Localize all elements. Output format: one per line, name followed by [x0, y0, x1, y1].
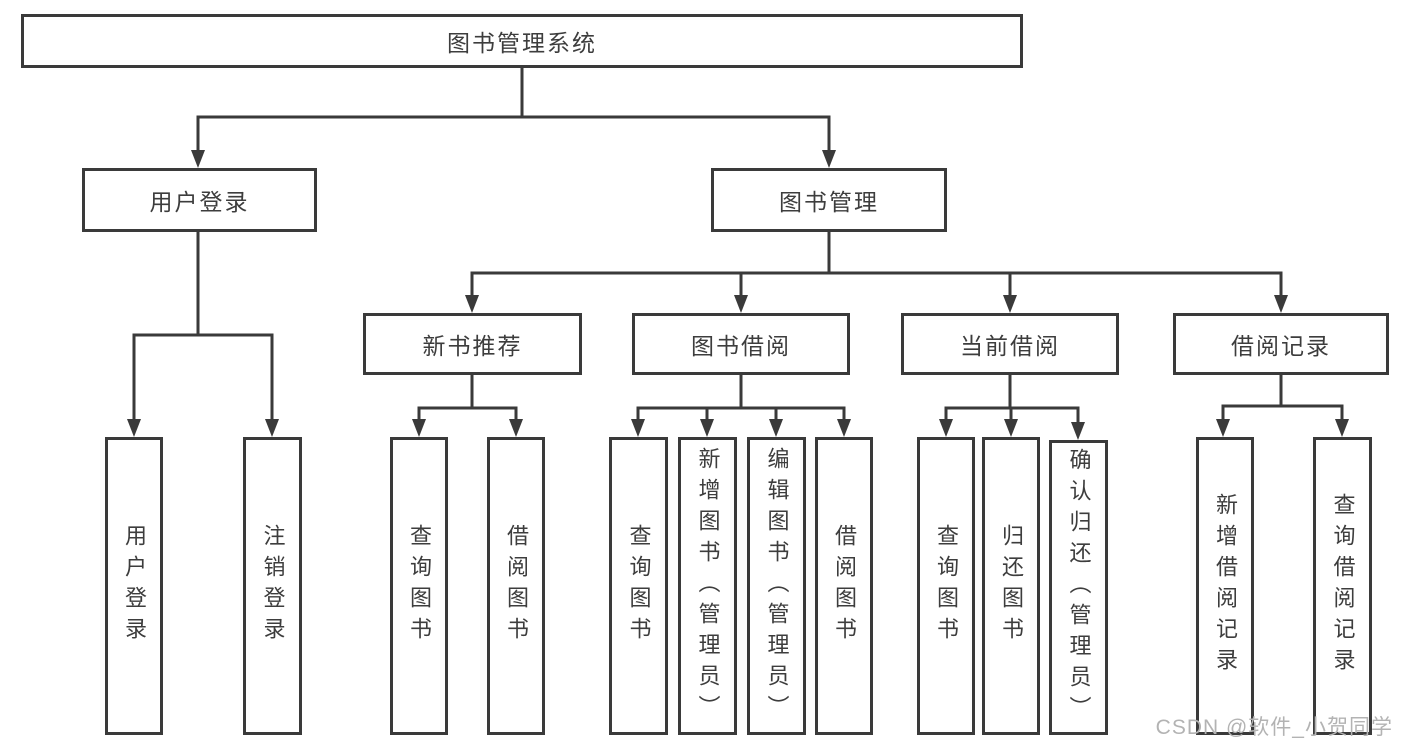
- leaf-borrowing-borrow-books: 借阅图书: [815, 437, 873, 735]
- leaf-records-add-record: 新增借阅记录: [1196, 437, 1254, 735]
- node-book-management: 图书管理: [711, 168, 947, 232]
- leaf-current-query-books: 查询图书: [917, 437, 975, 735]
- node-book-borrowing: 图书借阅: [632, 313, 850, 375]
- leaf-borrowing-borrow-books-label: 借阅图书: [832, 524, 857, 648]
- csdn-watermark: CSDN @软件_小贺同学: [1155, 716, 1393, 739]
- leaf-current-confirm-return-admin: 确认归还（管理员）: [1049, 440, 1108, 735]
- node-root-label: 图书管理系统: [447, 30, 597, 56]
- leaf-current-return-books-label: 归还图书: [999, 524, 1024, 648]
- leaf-logout: 注销登录: [243, 437, 302, 735]
- leaf-recommend-query-books-label: 查询图书: [407, 524, 432, 648]
- node-root: 图书管理系统: [21, 14, 1023, 68]
- node-current-borrowing: 当前借阅: [901, 313, 1119, 375]
- leaf-borrowing-query-books-label: 查询图书: [626, 524, 652, 648]
- node-new-book-recommend: 新书推荐: [363, 313, 582, 375]
- leaf-borrowing-add-books-admin: 新增图书（管理员）: [678, 437, 737, 735]
- leaf-recommend-query-books: 查询图书: [390, 437, 448, 735]
- node-book-borrowing-label: 图书借阅: [691, 333, 791, 359]
- leaf-current-return-books: 归还图书: [982, 437, 1040, 735]
- node-borrowing-records-label: 借阅记录: [1231, 333, 1331, 359]
- leaf-current-query-books-label: 查询图书: [934, 524, 959, 648]
- node-book-management-label: 图书管理: [779, 189, 879, 215]
- leaf-recommend-borrow-books-label: 借阅图书: [504, 524, 529, 648]
- node-user-login: 用户登录: [82, 168, 317, 232]
- leaf-borrowing-edit-books-admin: 编辑图书（管理员）: [747, 437, 806, 735]
- leaf-current-confirm-return-admin-label: 确认归还（管理员）: [1066, 448, 1092, 727]
- node-current-borrowing-label: 当前借阅: [960, 333, 1060, 359]
- leaf-borrowing-add-books-admin-label: 新增图书（管理员）: [695, 446, 721, 726]
- leaf-records-query-record: 查询借阅记录: [1313, 437, 1372, 735]
- node-new-book-recommend-label: 新书推荐: [422, 333, 523, 359]
- leaf-records-query-record-label: 查询借阅记录: [1330, 493, 1356, 679]
- node-borrowing-records: 借阅记录: [1173, 313, 1389, 375]
- leaf-logout-label: 注销登录: [260, 524, 286, 648]
- leaf-user-login-label: 用户登录: [122, 524, 147, 648]
- node-user-login-label: 用户登录: [149, 189, 250, 215]
- leaf-records-add-record-label: 新增借阅记录: [1213, 493, 1238, 679]
- leaf-user-login: 用户登录: [105, 437, 163, 735]
- leaf-borrowing-edit-books-admin-label: 编辑图书（管理员）: [764, 446, 790, 726]
- leaf-borrowing-query-books: 查询图书: [609, 437, 668, 735]
- leaf-recommend-borrow-books: 借阅图书: [487, 437, 545, 735]
